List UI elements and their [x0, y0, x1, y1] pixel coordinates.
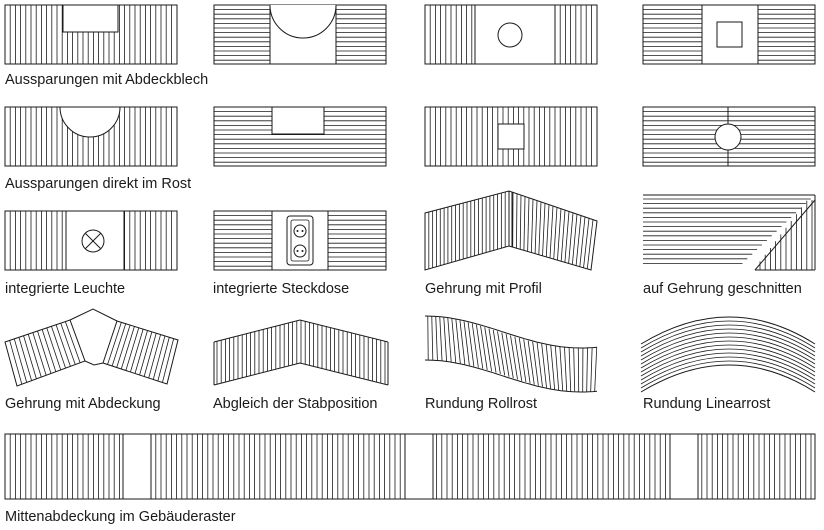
rundung-linearrost-detail [641, 317, 815, 392]
caption-aussparungen-direkt: Aussparungen direkt im Rost [5, 176, 192, 192]
aussparung-direkt-rechteck [214, 107, 386, 166]
aussparung-abdeckblech-quadrat [643, 5, 815, 64]
caption-integrierte-leuchte: integrierte Leuchte [5, 281, 126, 297]
mittenabdeckung-detail [5, 434, 815, 499]
aussparung-abdeckblech-rund [425, 5, 597, 64]
caption-auf-gehrung-geschnitten: auf Gehrung geschnitten [643, 281, 802, 297]
gehrung-geschnitten-detail [643, 195, 815, 270]
aussparung-abdeckblech-rechteck [5, 5, 177, 64]
caption-rundung-linearrost: Rundung Linearrost [643, 396, 771, 412]
caption-mittenabdeckung: Mittenabdeckung im Gebäuderaster [5, 509, 236, 525]
aussparung-direkt-quadrat [425, 107, 597, 166]
aussparung-direkt-kreis [643, 107, 815, 166]
caption-integrierte-steckdose: integrierte Steckdose [213, 281, 350, 297]
caption-rundung-rollrost: Rundung Rollrost [425, 396, 538, 412]
abgleich-stabposition-detail [214, 320, 388, 385]
aussparung-direkt-halbkreis [5, 107, 177, 166]
aussparung-abdeckblech-halbkreis [214, 5, 386, 64]
caption-abgleich-stabposition: Abgleich der Stabposition [213, 396, 378, 412]
gehrung-abdeckung-detail [5, 309, 178, 386]
caption-gehrung-mit-profil: Gehrung mit Profil [425, 281, 542, 297]
integrierte-steckdose-detail [214, 211, 386, 270]
caption-gehrung-mit-abdeckung: Gehrung mit Abdeckung [5, 396, 161, 412]
gehrung-profil-detail [425, 191, 597, 270]
integrierte-leuchte-detail [5, 211, 177, 270]
caption-aussparungen-abdeckblech: Aussparungen mit Abdeckblech [5, 72, 209, 88]
rundung-rollrost-detail [425, 316, 597, 392]
